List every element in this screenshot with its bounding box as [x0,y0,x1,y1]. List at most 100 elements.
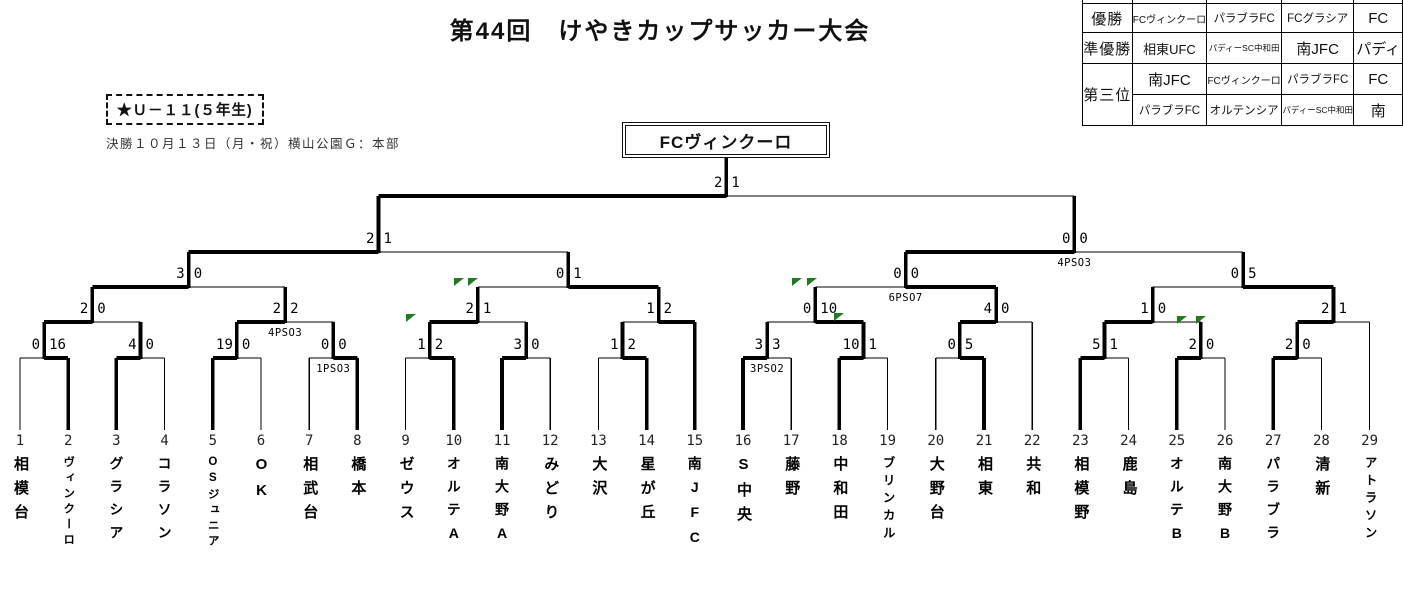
match-score-right: 2 [663,301,673,317]
match-score-right: 0 [241,337,251,353]
match-score-left: 2 [465,301,474,317]
match-score-right: 0 [97,301,106,317]
match-score-right: 0 [193,266,203,282]
team-name: ヴィンクーロ [62,456,75,549]
pso-note: 6PSO7 [888,292,923,304]
team-name: 大野台 [927,456,945,528]
team-number: 18 [830,433,848,449]
result-cell: 南JFC [1131,63,1208,95]
result-cell: FCヴィンクーロ [1206,63,1282,95]
team-name: S中央 [735,456,752,530]
champion-box: FCヴィンクーロ [622,122,830,158]
match-score-left: 2 [272,301,282,317]
pso-note: 3PSO2 [750,363,785,375]
team-number: 6 [256,433,266,449]
champion-name: FCヴィンクーロ [625,125,827,155]
match-score-right: 1 [1109,337,1118,353]
match-score-left: 4 [983,301,993,317]
team-number: 12 [541,433,559,449]
team-number: 4 [160,433,169,449]
match-score-left: 0 [893,266,902,282]
team-name: パラブラ [1265,456,1282,548]
team-name: 清新 [1313,456,1331,504]
match-score-left: 1 [646,301,655,317]
result-cell: 南JFC [1280,32,1355,64]
team-number: 15 [686,433,704,449]
team-number: 1 [15,433,25,449]
match-score-left: 2 [1188,337,1197,353]
match-score-right: 1 [1338,301,1347,317]
flag-icon [468,278,478,286]
match-score-right: 5 [964,337,974,353]
result-cell: パラブラFC [1206,3,1282,33]
match-score-right: 0 [910,266,920,282]
team-number: 5 [208,433,218,449]
team-number: 23 [1071,433,1089,449]
team-name: 大沢 [590,456,608,504]
match-score-right: 0 [145,337,154,353]
team-name: 橋本 [349,456,367,504]
match-score-right: 0 [1205,337,1215,353]
flag-icon [834,313,844,321]
row-label: 優勝 [1082,3,1133,33]
match-score-left: 0 [555,266,565,282]
match-score-left: 0 [31,337,41,353]
flag-icon [807,278,817,286]
team-name: 南JFC [686,456,703,554]
team-name: OK [253,456,270,508]
match-score-right: 16 [49,337,66,353]
match-score-right: 1 [868,337,877,353]
team-name: コラソン [156,456,173,548]
team-number: 11 [493,433,511,449]
final-match-info: 決勝１０月１３日（月・祝）横山公園Ｇ：本部 [106,137,401,151]
match-score-right: 0 [338,337,347,353]
team-name: 藤野 [783,456,801,504]
match-score-left: 1 [417,337,426,353]
team-number: 2 [63,433,73,449]
match-score-left: 0 [947,337,956,353]
match-score-left: 1 [1140,301,1149,317]
team-number: 9 [401,433,410,449]
match-score-right: 3 [772,337,781,353]
match-score-left: 1 [610,337,619,353]
team-number: 26 [1216,433,1234,449]
match-score-left: 3 [176,266,185,282]
result-cell: FC [1353,3,1403,33]
team-number: 27 [1264,433,1282,449]
team-number: 20 [927,433,945,449]
team-name: 相武台 [301,456,319,528]
match-score-left: 5 [1092,337,1101,353]
team-number: 10 [445,433,463,449]
team-name: 相模台 [12,456,29,528]
flag-icon [1177,316,1187,324]
result-cell: 相東UFC [1131,32,1208,64]
team-number: 29 [1361,433,1379,449]
result-cell: 南 [1353,94,1403,126]
result-cell: パディ [1353,32,1403,64]
flag-icon [406,314,416,322]
team-name: みどり [542,456,560,528]
team-number: 14 [638,433,656,449]
result-cell: パディーSC中和田 [1280,94,1355,126]
match-score-right: 2 [434,337,444,353]
match-score-right: 0 [1302,337,1311,353]
team-number: 25 [1168,433,1186,449]
match-score-left: 19 [216,337,233,353]
team-name: 相模野 [1072,456,1090,528]
team-number: 28 [1312,433,1330,449]
match-score-left: 0 [802,301,812,317]
result-cell: パディーSC中和田 [1206,32,1282,64]
match-score-left: 2 [1284,337,1294,353]
result-cell: パラブラFC [1280,63,1355,95]
team-name: 中和田 [831,456,849,528]
match-score-left: 3 [513,337,523,353]
team-name: 南大野A [494,456,510,550]
team-number: 16 [734,433,752,449]
match-score-left: 3 [754,337,764,353]
flag-icon [1196,316,1206,324]
team-name: 相東 [976,456,993,504]
team-number: 21 [975,433,993,449]
pso-note: 4PSO3 [1057,257,1092,269]
